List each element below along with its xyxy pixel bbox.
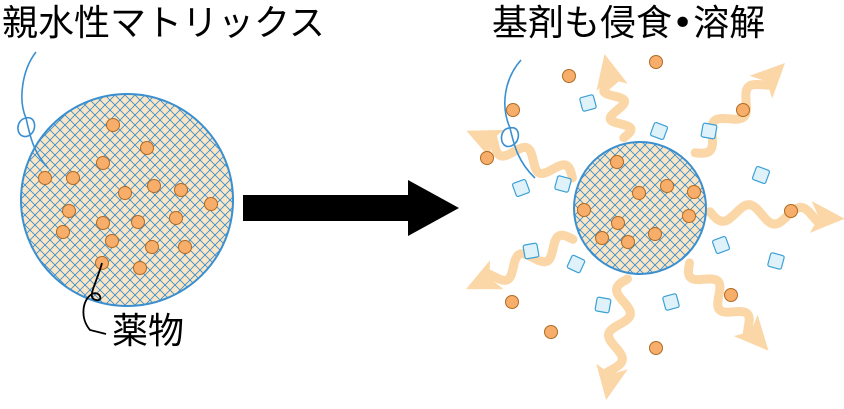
wavy-arrow-shaft (599, 73, 636, 143)
drug-particle (62, 204, 76, 218)
released-drug-particle (505, 295, 519, 309)
released-drug-particle (724, 288, 738, 302)
matrix-fragment (711, 235, 731, 255)
drug-particle (96, 216, 110, 230)
drug-particle (178, 240, 192, 254)
matrix-fragment (662, 293, 680, 311)
released-drug-particles (480, 55, 798, 355)
wavy-arrow-head (809, 201, 844, 233)
wavy-arrow-shaft (684, 258, 754, 340)
released-drug-particle (649, 55, 663, 69)
drug-particle (660, 179, 674, 193)
drug-particle (105, 234, 119, 248)
wavy-arrow-head (749, 63, 785, 99)
matrix-fragment (511, 178, 531, 198)
drug-particle (632, 186, 646, 200)
matrix-fragment (579, 94, 597, 112)
drug-particle (595, 231, 609, 245)
matrix-fragment (751, 165, 771, 185)
wavy-arrow-shaft (487, 132, 577, 183)
wavy-arrow-shaft (705, 200, 823, 229)
matrix-leader-line (17, 51, 49, 169)
drug-particle (66, 171, 80, 185)
drug-particle (131, 215, 145, 229)
erosion-label: 基剤も侵食•溶解 (492, 3, 766, 44)
drug-particle (174, 183, 188, 197)
drug-particle (140, 141, 154, 155)
drug-particle (133, 261, 147, 275)
released-drug-particle (736, 103, 750, 117)
wavy-arrow-shaft (690, 80, 775, 158)
drug-particle (204, 197, 218, 211)
matrix-fragment (700, 122, 718, 140)
drug-particle (687, 185, 701, 199)
matrix-fragment (566, 254, 586, 274)
matrix-fragment (649, 121, 669, 141)
drug-particle (648, 227, 662, 241)
drug-particle (611, 216, 625, 230)
wavy-arrow-head (596, 54, 628, 91)
transition-arrow (243, 180, 459, 236)
drug-leader-line (82, 262, 107, 335)
erosion-flow-arrows (466, 54, 844, 400)
drug-particle (96, 156, 110, 170)
released-drug-particle (784, 204, 798, 218)
released-drug-particle (544, 325, 558, 339)
wavy-arrow-head (466, 260, 504, 290)
wavy-arrow-head (596, 363, 628, 400)
drug-label: 薬物 (112, 311, 185, 352)
eroding-tablet (573, 141, 707, 275)
eroding-matrix-tablet (573, 141, 707, 275)
intact-matrix-tablet (20, 93, 234, 307)
matrix-fragment (767, 252, 785, 270)
drug-particle (56, 225, 70, 239)
drug-particle (106, 118, 120, 132)
drug-particle (38, 171, 52, 185)
matrix-fragment (522, 242, 540, 260)
matrix-fragment (554, 175, 572, 193)
matrix-label: 親水性マトリックス (2, 3, 325, 44)
drug-particle (621, 235, 635, 249)
released-drug-particle (562, 69, 576, 83)
matrix-fragment (594, 296, 612, 314)
drug-particle (610, 155, 624, 169)
wavy-arrow-head (466, 129, 504, 160)
released-drug-particle (480, 151, 494, 165)
drug-particle (682, 209, 696, 223)
drug-particle (147, 179, 161, 193)
black-arrow (243, 180, 459, 236)
wavy-arrow-head (733, 314, 769, 351)
released-drug-particle (506, 103, 520, 117)
wavy-arrow-shaft (600, 274, 635, 378)
matrix-leader-line (500, 59, 536, 179)
drug-particle (118, 186, 132, 200)
label-leader-lines (17, 51, 536, 335)
matrix-fragments (511, 94, 785, 314)
matrix-tablet (20, 93, 234, 307)
released-drug-particle (649, 341, 663, 355)
drug-particle (169, 211, 183, 225)
drug-particle (145, 240, 159, 254)
drug-particle (577, 203, 591, 217)
